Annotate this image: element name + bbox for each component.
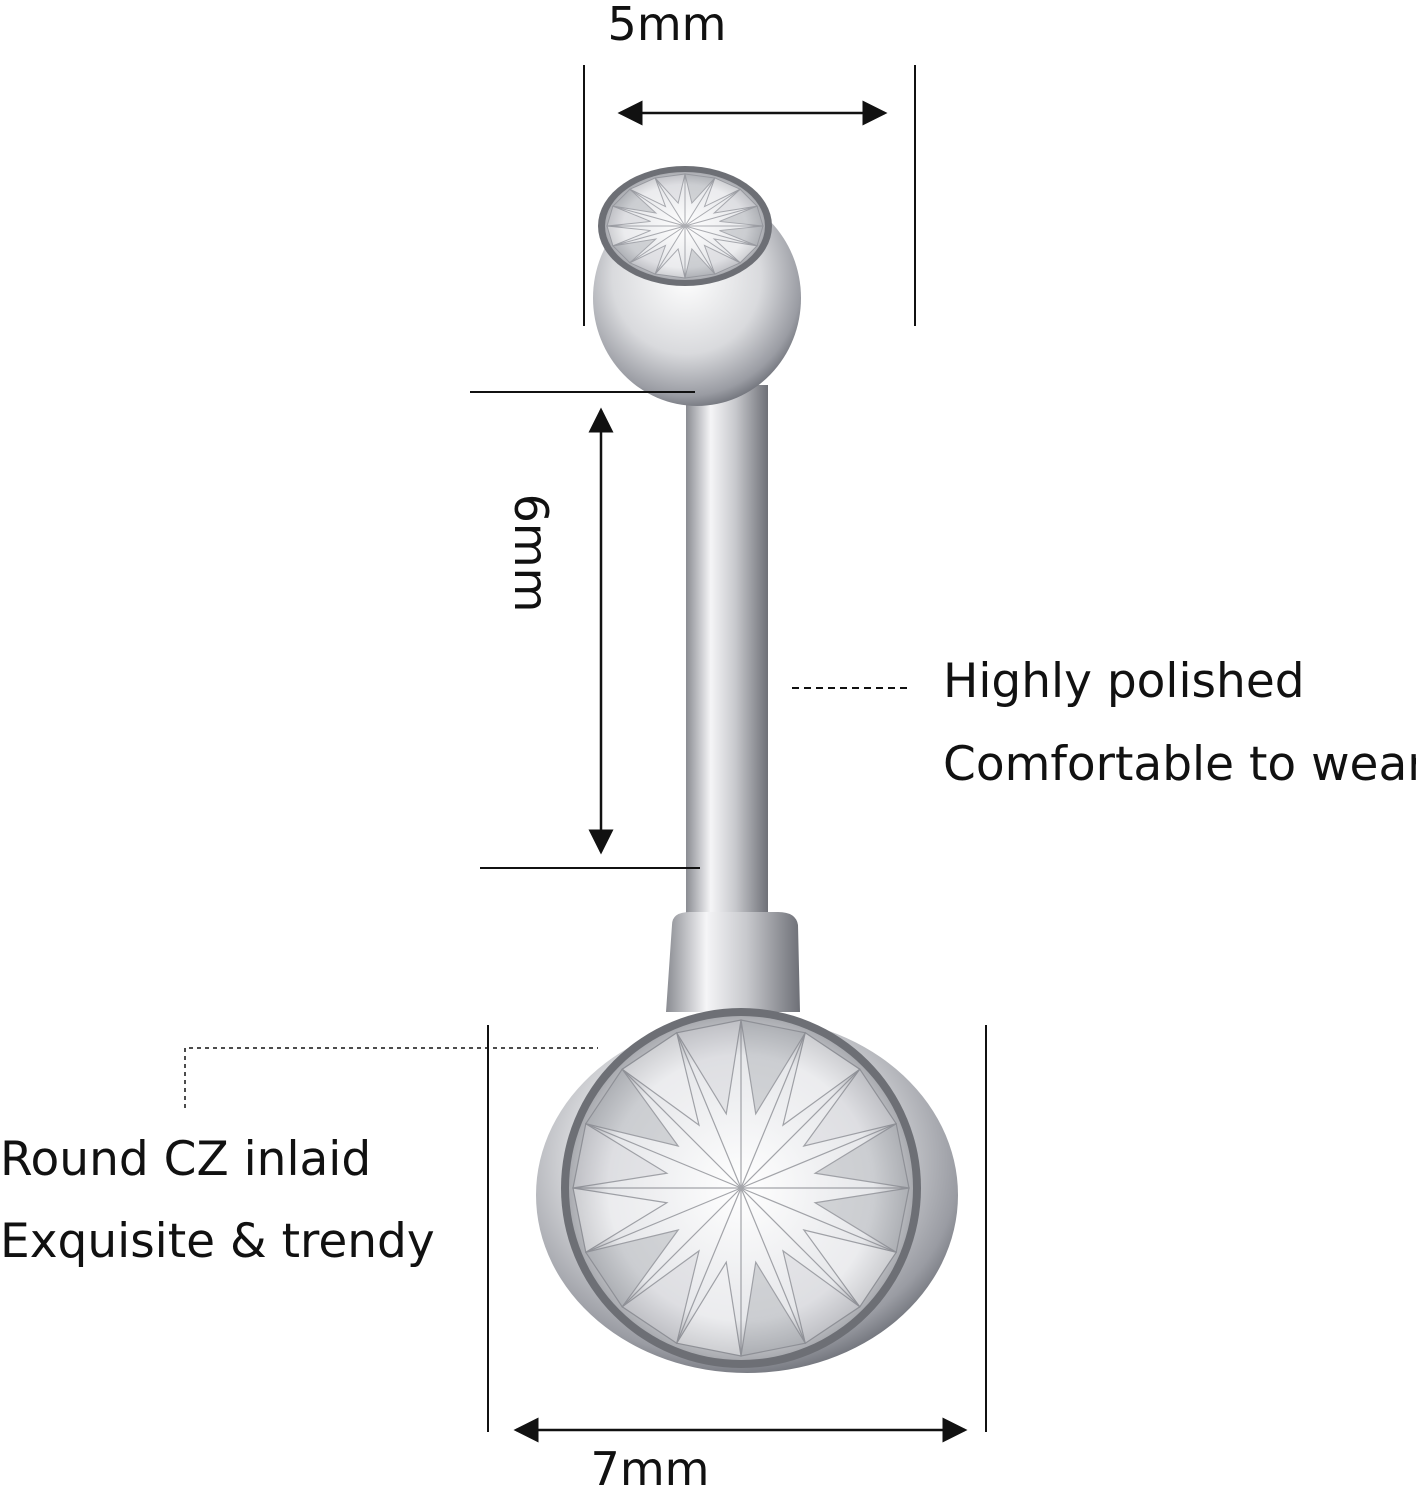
bottom-gem-facets [572,1019,910,1357]
bar-length-label: 6mm [504,494,558,613]
bottom-width-label: 7mm [591,1442,710,1491]
barbell-collar [666,912,800,1012]
barbell-bar [686,385,768,920]
top-width-label: 5mm [608,0,727,51]
top-gem-facets [606,173,764,279]
gem-callout-line-1: Round CZ inlaid [0,1132,371,1187]
bar-callout-line-2: Comfortable to wear [943,737,1416,792]
gem-callout-line-2: Exquisite & trendy [0,1214,435,1269]
bar-callout-line-1: Highly polished [943,654,1305,709]
gem-callout-leader [184,1047,598,1108]
